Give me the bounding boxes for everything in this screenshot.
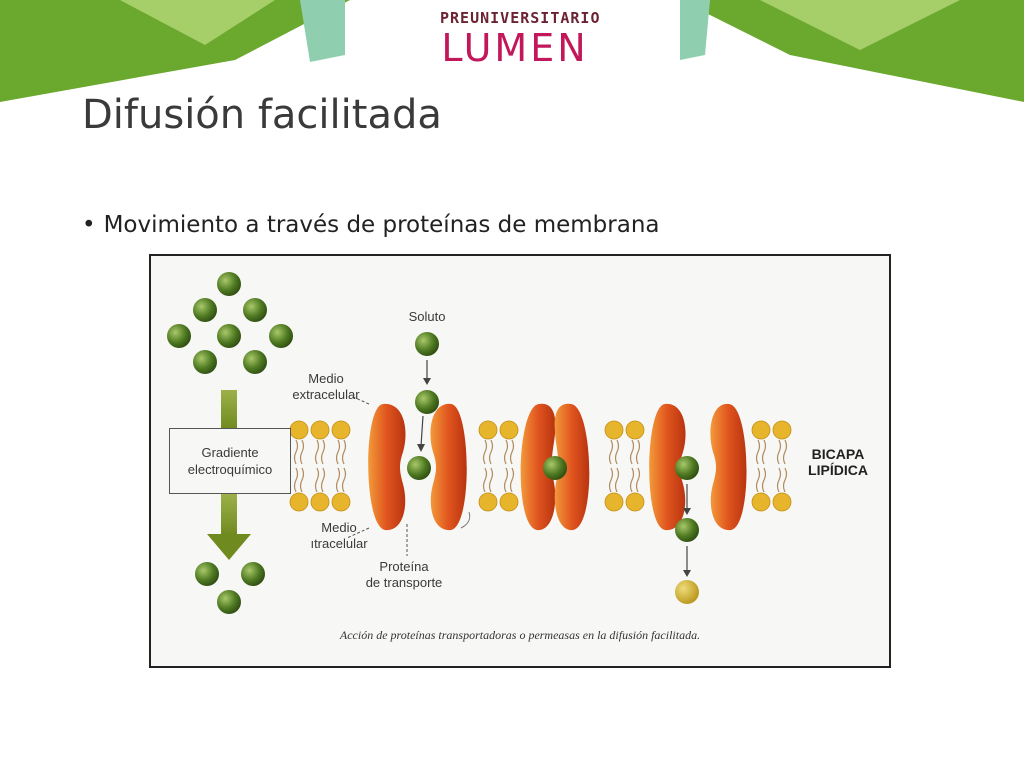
label-pointers [346, 395, 408, 556]
lipid-bilayer [289, 420, 792, 512]
label-gradiente-2: electroquímico [187, 462, 273, 477]
solute-exit-path [675, 484, 699, 604]
bullet-point: • Movimiento a través de proteínas de mem… [82, 210, 660, 240]
banner-shape-right-teal [680, 0, 710, 60]
gradient-arrow [207, 390, 251, 560]
membrane-diagram: Soluto Medio extracelular Gradiente elec… [149, 254, 891, 668]
label-medio-extracelular: Medio extracelular [281, 371, 371, 403]
label-medio-intra-2: ıtracelular [310, 536, 368, 551]
label-medio-intracelular: Medio ıtracelular [299, 520, 379, 552]
label-proteina-2: de transporte [365, 575, 443, 590]
slide-title: Difusión facilitada [82, 92, 442, 138]
lumen-logo: PREUNIVERSITARIO LUMEN [440, 9, 601, 70]
banner-shape-left-light [120, 0, 275, 45]
solute-entry-path [415, 332, 439, 452]
figure-caption: Acción de proteínas transportadoras o pe… [339, 628, 701, 642]
logo-top-text: PREUNIVERSITARIO [440, 9, 601, 27]
label-medio-extra-2: extracelular [292, 387, 360, 402]
solute-cluster-high [167, 272, 293, 374]
label-proteina-transporte: Proteína de transporte [349, 559, 459, 591]
label-medio-extra-1: Medio [308, 371, 344, 386]
header-banner [0, 0, 1024, 102]
label-medio-intra-1: Medio [321, 520, 357, 535]
transport-protein-2 [520, 403, 590, 531]
label-gradiente-1: Gradiente [201, 445, 259, 460]
banner-shape-left-teal [300, 0, 345, 62]
label-bicapa-2: LIPÍDICA [808, 462, 868, 478]
solute-in-channel-3 [675, 456, 699, 480]
solute-in-channel-1 [407, 456, 431, 480]
banner-shape-right-light [760, 0, 960, 50]
gradient-box: Gradiente electroquímico [169, 428, 291, 494]
banner-shape-left [0, 0, 350, 102]
diagram-drawing [167, 272, 792, 614]
banner-shape-right [680, 0, 1024, 102]
label-bicapa-1: BICAPA [811, 446, 865, 462]
bullet-marker: • [82, 212, 96, 238]
label-soluto: Soluto [408, 309, 446, 324]
solute-in-channel-2 [543, 456, 567, 480]
bullet-text: Movimiento a través de proteínas de memb… [103, 212, 660, 238]
label-proteina-1: Proteína [379, 559, 429, 574]
solute-cluster-low [195, 562, 265, 614]
transport-protein-3 [649, 403, 747, 531]
label-bicapa-lipidica: BICAPA LIPÍDICA [799, 446, 877, 478]
transport-protein-1 [368, 403, 471, 531]
logo-main-text: LUMEN [441, 26, 589, 70]
